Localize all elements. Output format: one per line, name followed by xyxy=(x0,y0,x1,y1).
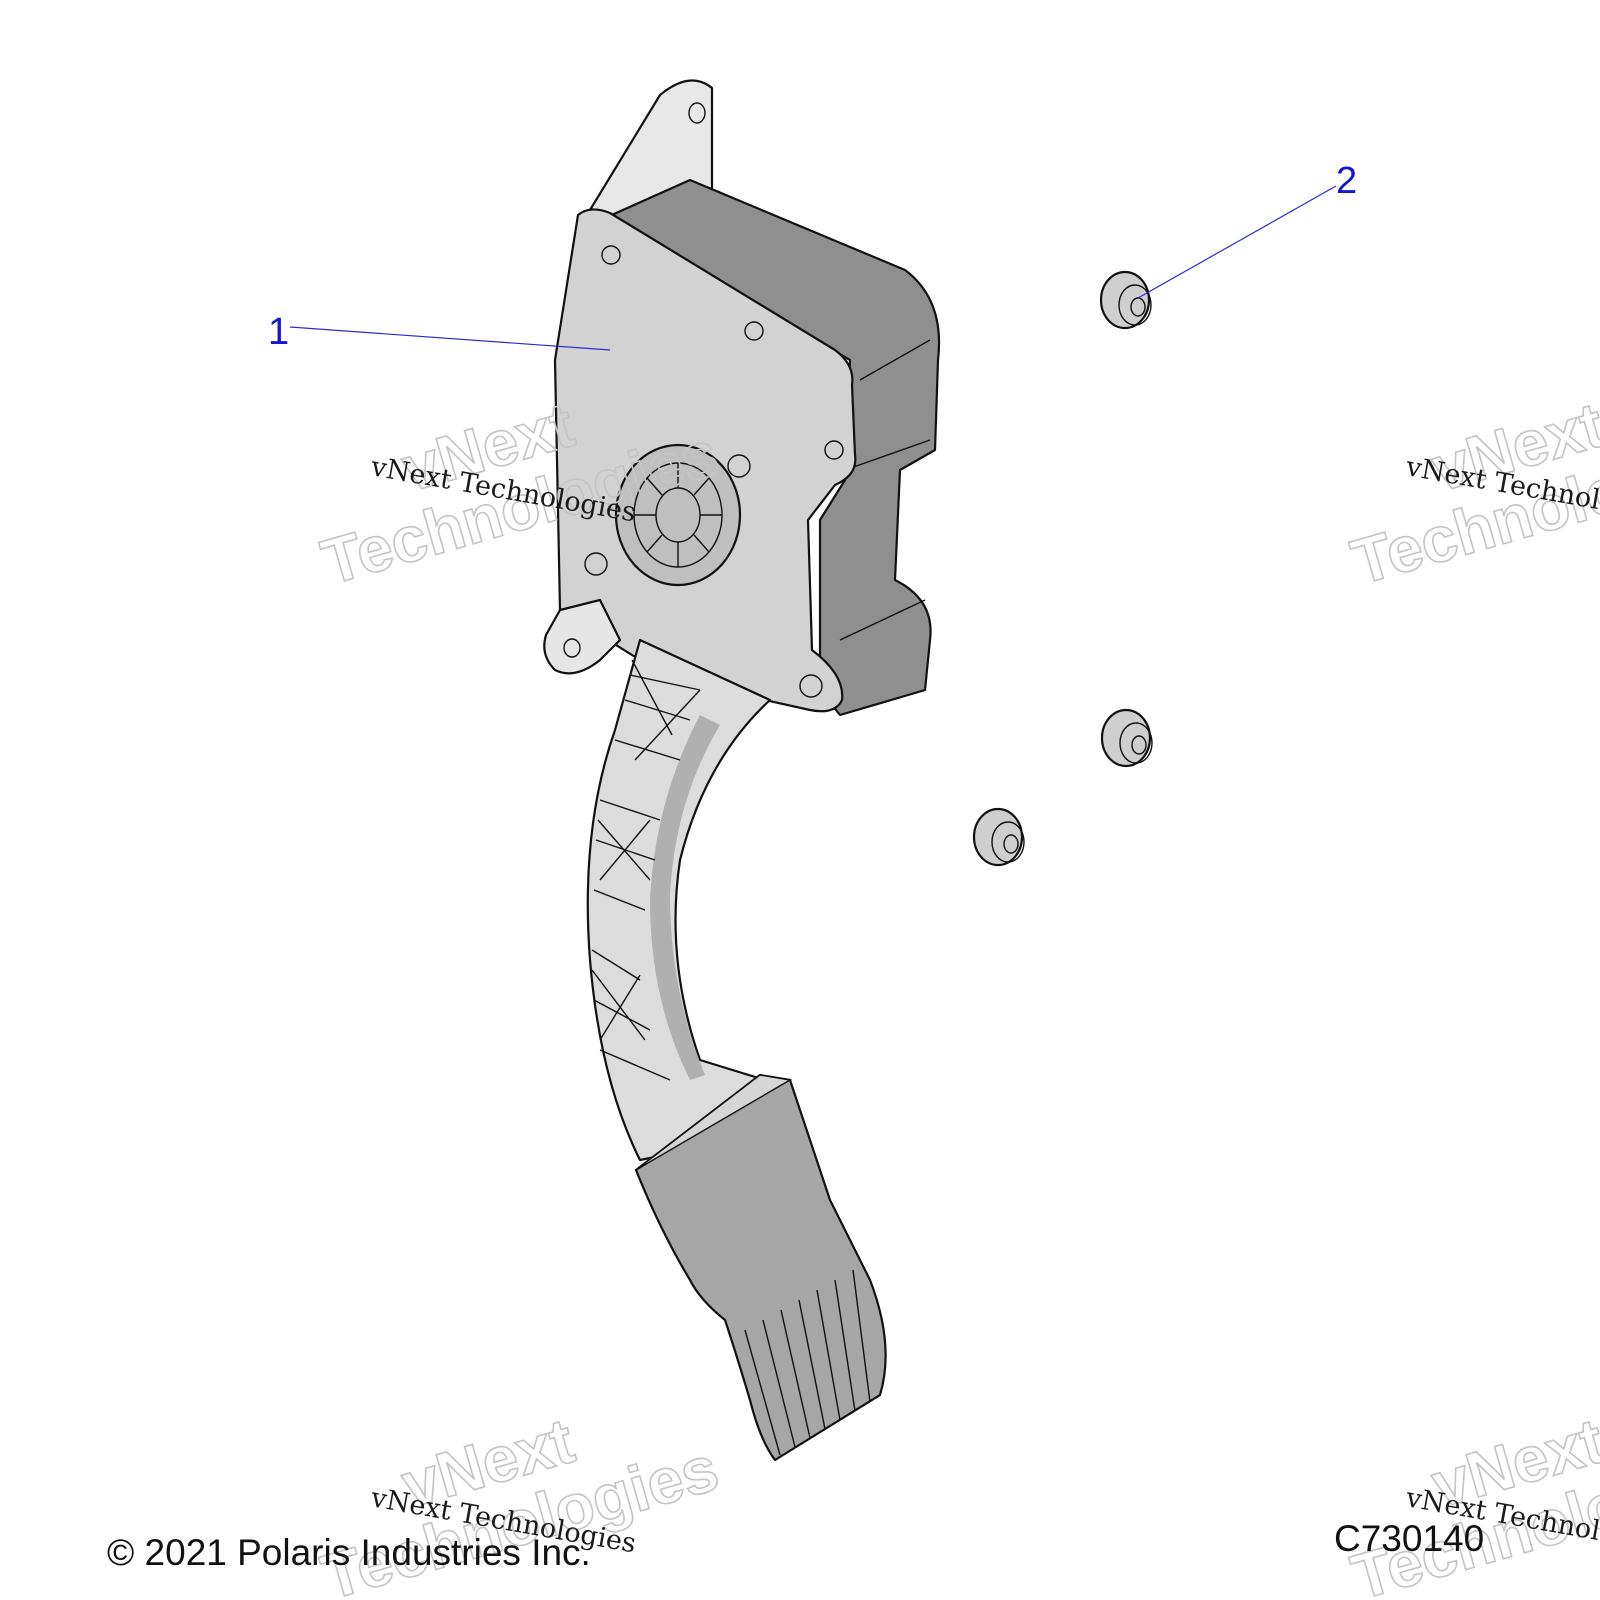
flange-nut-2 xyxy=(1100,708,1153,768)
pedal-arm-ribs xyxy=(591,659,701,1081)
rotary-sensor xyxy=(614,443,742,587)
sensor-housing-side xyxy=(603,178,941,717)
accelerator-pedal-assembly xyxy=(543,79,941,1462)
callout-2-leader xyxy=(1137,185,1337,299)
bottom-ear-hole xyxy=(563,638,581,658)
pedal-foot-pad xyxy=(634,1073,887,1462)
pedal-pad-grooves xyxy=(744,1269,871,1456)
callout-1-leader xyxy=(289,326,611,351)
top-ear-hole xyxy=(688,102,706,124)
callout-1: 1 xyxy=(268,311,611,353)
watermark-top-right: vNext Technologies vNext Technologies xyxy=(1343,387,1600,599)
callout-1-label: 1 xyxy=(268,311,289,353)
callout-2-label: 2 xyxy=(1336,160,1357,202)
watermark-bottom-right: vNext Technologies vNext Technologies xyxy=(1343,1403,1600,1600)
bottom-mounting-ear xyxy=(543,598,622,675)
pedal-arm xyxy=(586,638,772,1162)
callout-2: 2 xyxy=(1137,160,1357,299)
diagram-number: C730140 xyxy=(1334,1518,1485,1559)
copyright-notice: © 2021 Polaris Industries Inc. xyxy=(107,1532,591,1573)
flange-nut-1 xyxy=(1099,270,1152,330)
flange-nut-3 xyxy=(972,807,1025,867)
